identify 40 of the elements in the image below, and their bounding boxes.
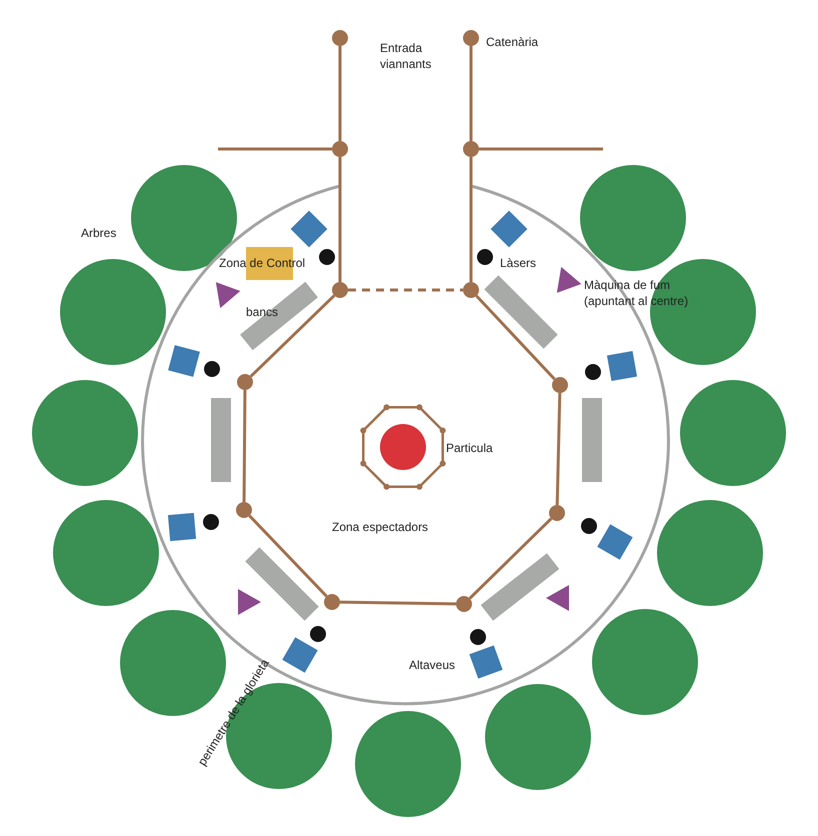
catenary-line xyxy=(338,157,342,282)
plan-label: Làsers xyxy=(500,255,538,271)
catenary-line xyxy=(470,157,472,282)
catenary-pole xyxy=(456,596,472,612)
plan-label: Particula xyxy=(446,440,494,456)
catenary-pole xyxy=(463,141,479,157)
catenary-line xyxy=(348,288,463,292)
catenary-pole xyxy=(549,505,565,521)
catenary-pole xyxy=(332,141,348,157)
catenary-line xyxy=(242,390,246,502)
plan-label: Altaveus xyxy=(409,657,456,673)
catenary-pole xyxy=(463,30,479,46)
catenary-pole xyxy=(332,30,348,46)
catenary-line xyxy=(218,148,332,150)
plan-label: Catenària xyxy=(486,34,540,50)
bench xyxy=(582,398,602,482)
catenary-line xyxy=(470,46,472,141)
catenary-pole xyxy=(463,282,479,298)
catenary-line xyxy=(250,294,336,378)
plan-label: bancs xyxy=(246,304,280,320)
bench xyxy=(480,553,560,621)
bench xyxy=(211,398,231,482)
bench xyxy=(240,282,318,350)
catenary-pole xyxy=(332,282,348,298)
catenary-pole xyxy=(237,374,253,390)
catenary-line xyxy=(340,600,456,606)
catenary-line xyxy=(556,392,562,506)
catenary-line xyxy=(338,46,342,141)
catenary-line xyxy=(479,148,603,150)
catenary-line xyxy=(475,294,556,380)
plan-label: Entrada viannants xyxy=(380,40,432,72)
catenary-line xyxy=(248,514,328,598)
catenary-pole xyxy=(552,377,568,393)
bench xyxy=(484,275,558,349)
plan-label: Arbres xyxy=(81,225,118,241)
catenary-line xyxy=(468,518,552,600)
bench xyxy=(245,547,319,621)
catenary-pole xyxy=(324,594,340,610)
plan-label: Zona espectadors xyxy=(332,519,430,535)
catenary-pole xyxy=(236,502,252,518)
